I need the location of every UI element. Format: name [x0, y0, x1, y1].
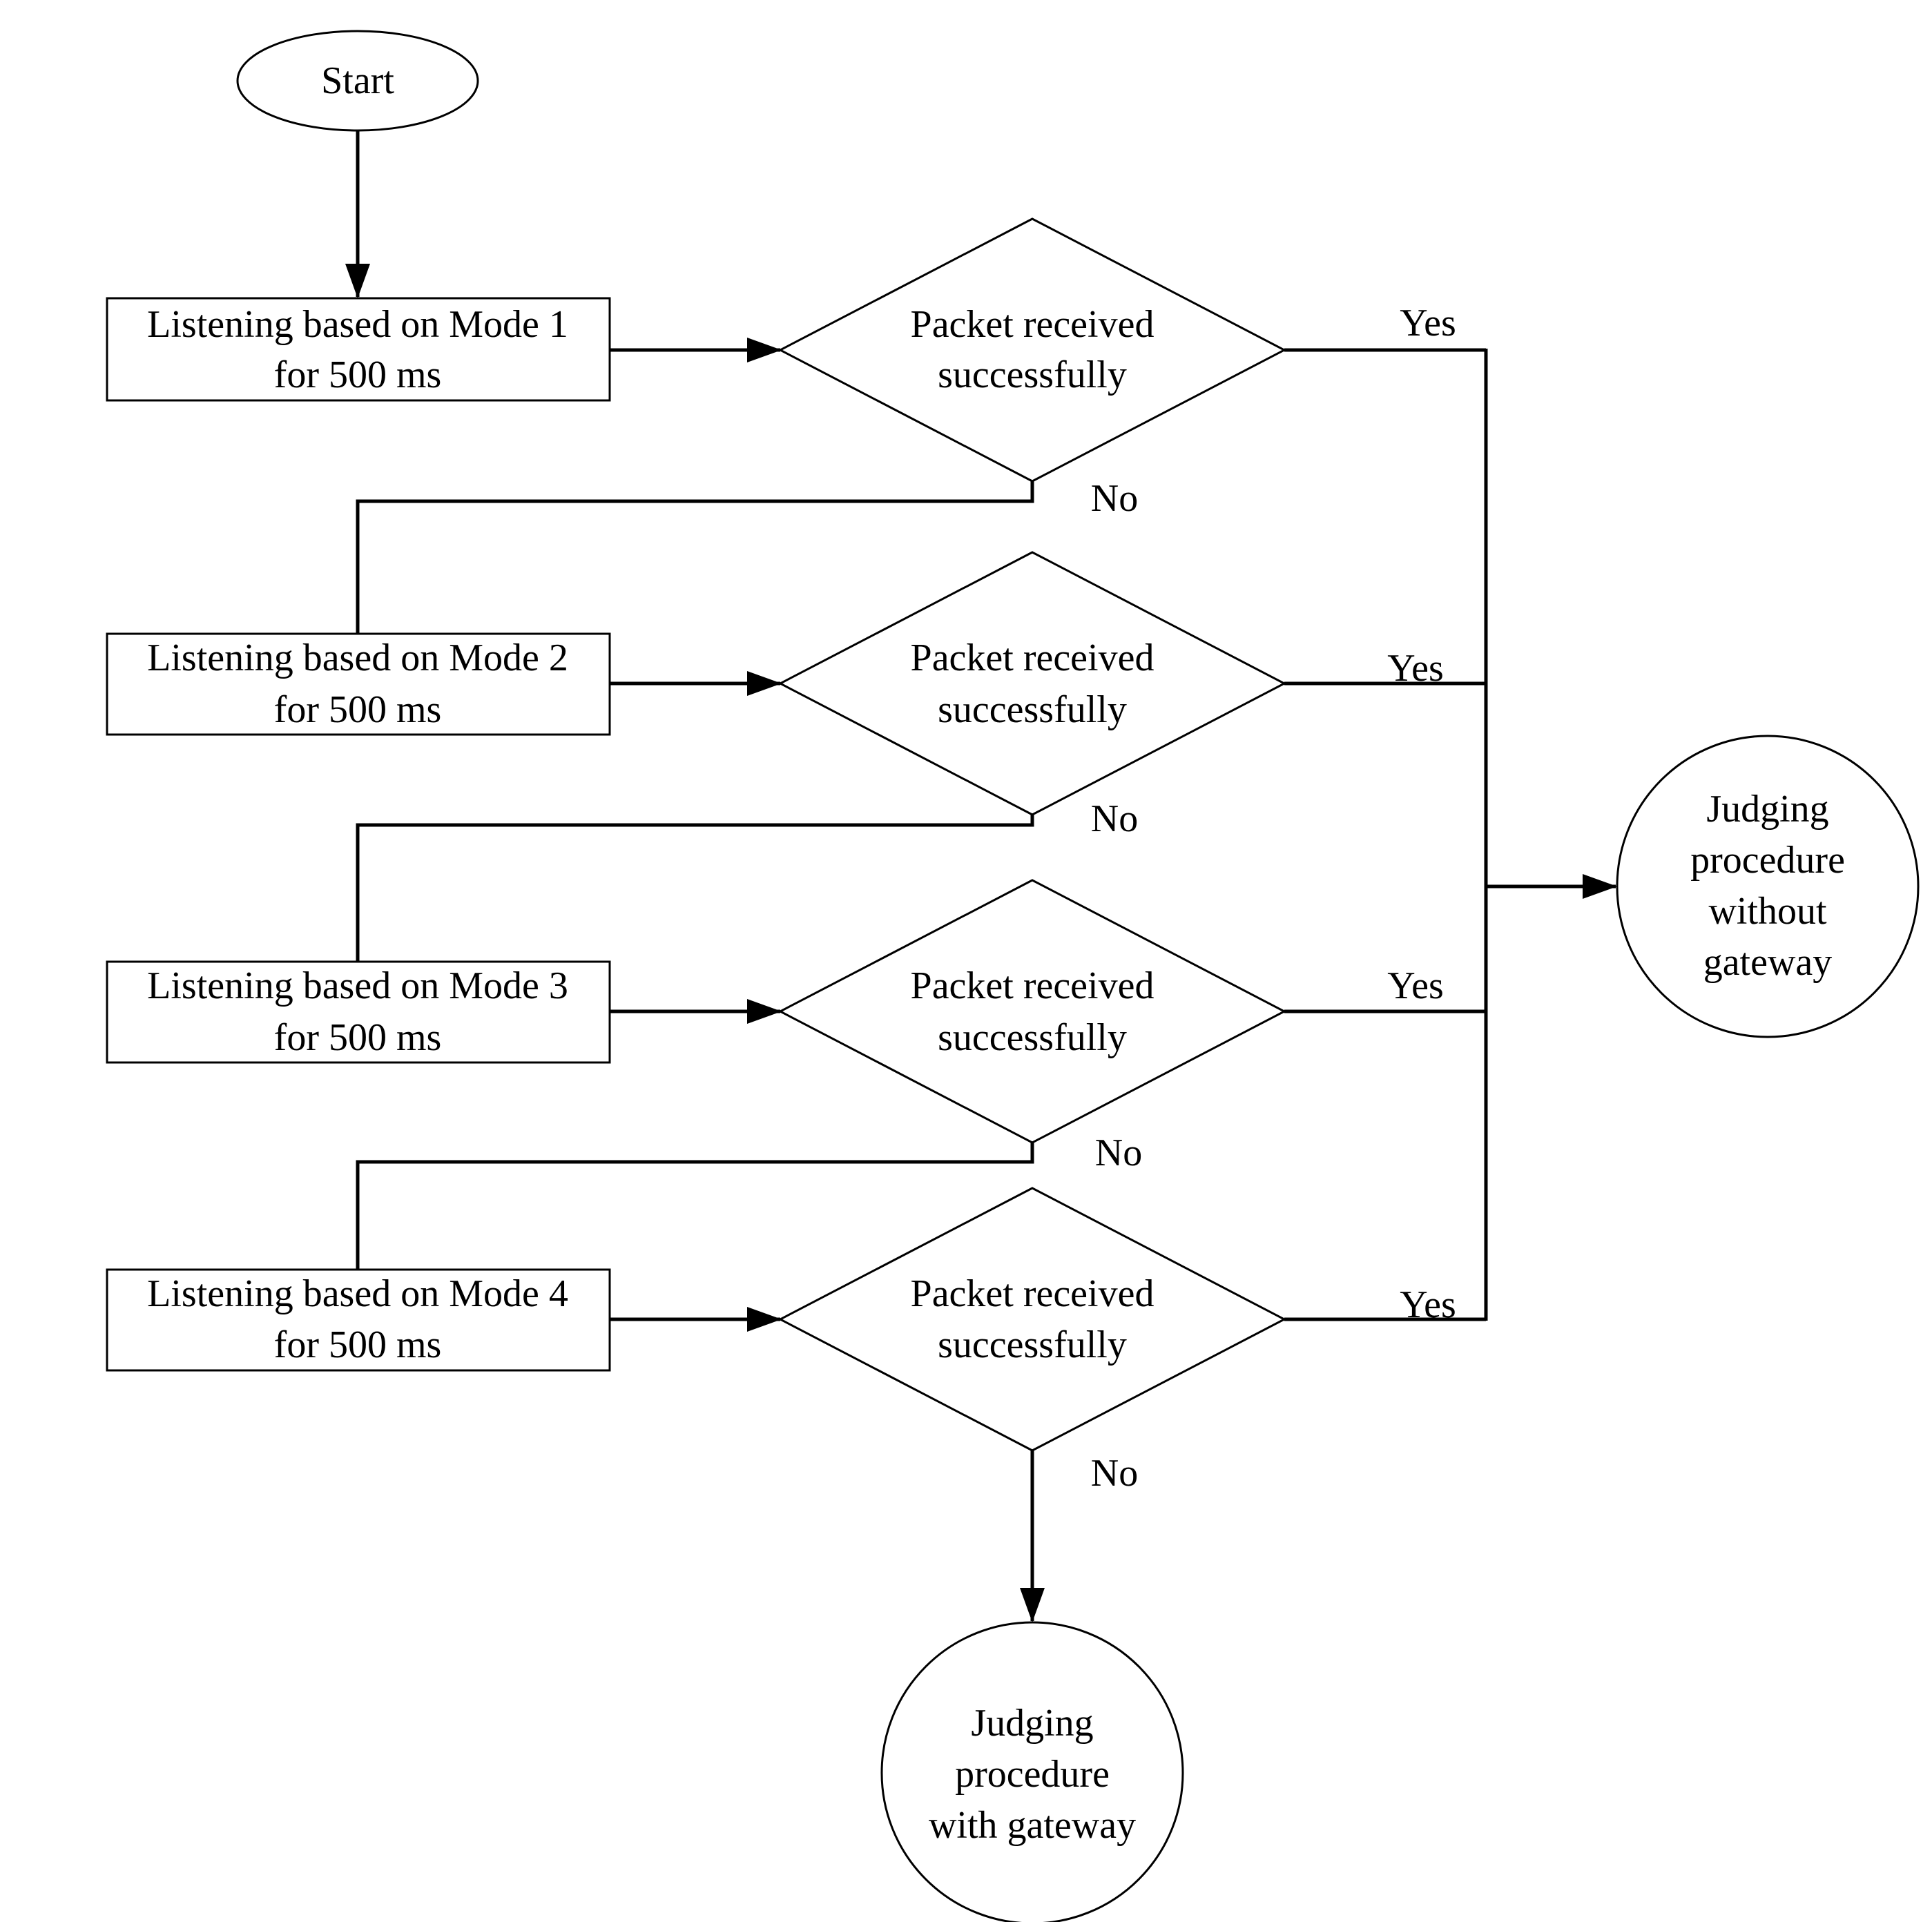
- edge-no2-to-mode3: [356, 815, 1034, 962]
- mode2-box: [106, 632, 611, 736]
- check2-line1: Packet received: [911, 637, 1155, 679]
- mode1-line1: Listening based on Mode 1: [147, 303, 568, 346]
- no-label-3: No: [1095, 1132, 1142, 1174]
- check1-line2: successfully: [938, 353, 1127, 396]
- without-gateway-line4: gateway: [1703, 941, 1833, 984]
- check1-line1: Packet received: [911, 303, 1155, 346]
- with-gateway-line1: Judging: [971, 1702, 1093, 1745]
- check4-diamond: [777, 1187, 1287, 1452]
- mode4-box: [106, 1268, 611, 1372]
- yes-label-2: Yes: [1387, 647, 1443, 690]
- start-node: Start: [236, 30, 479, 132]
- edge-no3-to-mode4: [356, 1143, 1034, 1270]
- check2-line2: successfully: [938, 688, 1127, 731]
- without-gateway-terminal: Judging procedure without gateway: [1616, 735, 1920, 1038]
- start-label: Start: [321, 59, 394, 102]
- check4-line1: Packet received: [911, 1272, 1155, 1315]
- no-label-2: No: [1091, 797, 1138, 840]
- check2-decision: Packet received successfully: [777, 551, 1287, 816]
- mode4-line2: for 500 ms: [274, 1323, 442, 1366]
- check3-line1: Packet received: [911, 964, 1155, 1007]
- mode1-process: Listening based on Mode 1 for 500 ms: [106, 297, 611, 402]
- with-gateway-terminal: Judging procedure with gateway: [880, 1621, 1184, 1922]
- mode3-line1: Listening based on Mode 3: [147, 964, 568, 1007]
- check1-diamond: [777, 217, 1287, 483]
- mode4-line1: Listening based on Mode 4: [147, 1272, 568, 1315]
- mode4-process: Listening based on Mode 4 for 500 ms: [106, 1268, 611, 1372]
- yes-label-1: Yes: [1400, 302, 1456, 344]
- mode1-box: [106, 297, 611, 402]
- check4-decision: Packet received successfully: [777, 1187, 1287, 1452]
- mode2-line2: for 500 ms: [274, 688, 442, 731]
- no-label-1: No: [1091, 477, 1138, 520]
- without-gateway-line1: Judging: [1706, 788, 1828, 831]
- mode3-box: [106, 960, 611, 1064]
- yes-label-4: Yes: [1400, 1283, 1456, 1326]
- mode1-line2: for 500 ms: [274, 353, 442, 396]
- check3-diamond: [777, 879, 1287, 1144]
- with-gateway-line2: procedure: [955, 1753, 1110, 1796]
- without-gateway-circle: [1616, 735, 1920, 1038]
- start-ellipse: [236, 30, 479, 132]
- without-gateway-line3: without: [1708, 890, 1827, 933]
- mode2-process: Listening based on Mode 2 for 500 ms: [106, 632, 611, 736]
- mode2-line1: Listening based on Mode 2: [147, 637, 568, 679]
- with-gateway-line3: with gateway: [929, 1804, 1136, 1847]
- with-gateway-circle: [880, 1621, 1184, 1922]
- edge-no1-to-mode2: [356, 481, 1034, 634]
- check3-line2: successfully: [938, 1016, 1127, 1059]
- yes-label-3: Yes: [1387, 964, 1443, 1007]
- mode3-line2: for 500 ms: [274, 1016, 442, 1059]
- check1-decision: Packet received successfully: [777, 217, 1287, 483]
- check4-line2: successfully: [938, 1323, 1127, 1366]
- check2-diamond: [777, 551, 1287, 816]
- without-gateway-line2: procedure: [1690, 839, 1845, 882]
- mode3-process: Listening based on Mode 3 for 500 ms: [106, 960, 611, 1064]
- check3-decision: Packet received successfully: [777, 879, 1287, 1144]
- no-label-4: No: [1091, 1452, 1138, 1495]
